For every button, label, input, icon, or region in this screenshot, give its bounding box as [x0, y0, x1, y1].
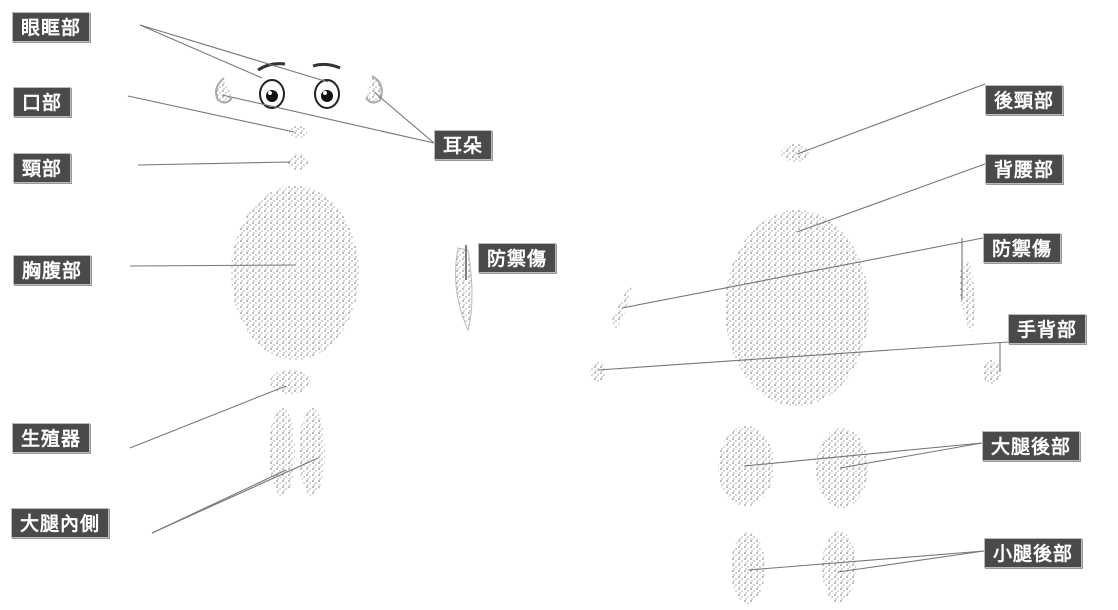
- label-back: 背腰部: [985, 154, 1064, 184]
- right-eye: [314, 79, 340, 109]
- left-ear: [215, 77, 233, 104]
- label-ears: 耳朵: [434, 130, 493, 160]
- left-eye: [259, 79, 285, 109]
- leader-lines: [127, 24, 1009, 573]
- front-figure: [215, 62, 473, 496]
- back-right-calf-mark: [822, 531, 856, 603]
- mouth-mark: [289, 126, 307, 138]
- label-chest-abdomen: 胸腹部: [13, 255, 92, 285]
- label-neck: 頸部: [13, 153, 72, 183]
- label-genitals: 生殖器: [12, 423, 91, 453]
- back-mark: [725, 210, 869, 406]
- label-mouth: 口部: [13, 87, 72, 117]
- label-inner-thigh: 大腿內側: [11, 508, 110, 538]
- label-eye-area: 眼眶部: [12, 12, 91, 42]
- label-back-of-hand: 手背部: [1008, 314, 1087, 344]
- label-back-of-neck: 後頸部: [985, 85, 1064, 115]
- label-back-of-thigh: 大腿後部: [982, 431, 1081, 461]
- back-left-calf-mark: [731, 532, 765, 604]
- back-figure: [590, 144, 1001, 604]
- right-ear: [365, 75, 383, 104]
- front-forearm-mark: [455, 247, 473, 332]
- back-of-neck-mark: [781, 144, 809, 162]
- label-defensive-wound-front: 防禦傷: [478, 243, 557, 273]
- back-right-hand-mark: [983, 360, 1001, 384]
- right-eyebrow: [312, 62, 341, 70]
- right-inner-thigh-mark: [299, 408, 325, 496]
- chest-abdomen-mark: [231, 186, 359, 360]
- back-left-hand-mark: [590, 362, 606, 382]
- label-back-of-calf: 小腿後部: [984, 538, 1083, 568]
- left-inner-thigh-mark: [269, 408, 295, 496]
- neck-mark: [288, 154, 308, 170]
- back-right-forearm-mark: [959, 262, 975, 335]
- label-defensive-wound-back: 防禦傷: [983, 233, 1062, 263]
